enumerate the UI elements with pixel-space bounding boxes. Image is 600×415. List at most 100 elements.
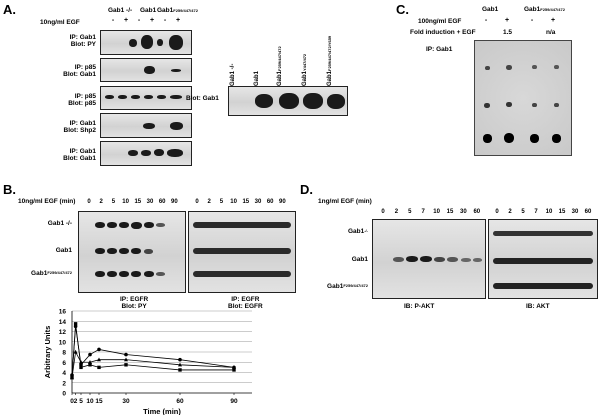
panel-b-letter: B. [3,182,16,197]
panel-c-sign-1: - [484,17,488,24]
series-1-point-15 [97,347,101,352]
series-2-point-30 [124,363,128,367]
series-2-point-10 [88,363,92,367]
panel-a-blot-3 [100,86,192,110]
panel-d-left-time-15: 15 [446,209,454,215]
panel-d-right-time-15: 15 [558,209,566,215]
x-tick-5: 5 [79,398,83,405]
panel-b-left-time-2: 2 [99,199,103,205]
panel-d-left-time-7: 7 [421,209,425,215]
panel-a-sign-3: - [137,17,141,24]
panel-d-left-time-30: 30 [460,209,467,215]
panel-b-right-time-60: 60 [266,199,274,205]
series-2-point-5 [79,365,83,370]
panel-a-sign-2: + [123,17,129,24]
y-tick-12: 12 [59,329,67,336]
panel-d-caption-left: IB: P-AKT [404,303,435,310]
panel-a-side-lane-1: Gab1 -/- [230,63,236,86]
panel-a-blot-2 [100,58,192,82]
panel-c-sign-4: + [550,17,556,24]
panel-b-left-time-5: 5 [111,199,116,205]
panel-a-blot-4 [100,113,192,138]
series-2-point-15 [97,365,101,370]
panel-b-egf-label: 10ng/ml EGF (min) [18,198,76,205]
panel-b-left-time-30: 30 [146,199,154,205]
panel-b-right-time-90: 90 [279,199,286,205]
panel-c-egf-label: 100ng/ml EGF [418,18,462,25]
y-tick-6: 6 [62,360,66,367]
panel-b-blot-left [78,211,186,293]
series-1-point-30 [124,352,128,357]
x-tick-15: 15 [95,398,103,405]
panel-a-blot-1 [100,30,192,55]
x-tick-90: 90 [230,398,238,405]
panel-a-egf-label: 10ng/ml EGF [40,19,80,26]
series-3-point-30 [124,357,128,362]
panel-a-sign-1: - [111,17,115,24]
series-3-point-90 [232,365,236,369]
y-tick-8: 8 [62,350,66,357]
panel-d-left-time-2: 2 [394,209,399,215]
series-3-point-0 [70,375,74,380]
x-tick-2: 2 [74,398,78,405]
series-2-point-60 [178,368,182,372]
panel-d-left-time-60: 60 [473,209,481,215]
panel-d-right-time-30: 30 [571,209,579,215]
panel-b-row-1: Gab1 -/- [47,220,72,227]
series-1-point-10 [88,352,92,357]
panel-b-right-time-10: 10 [230,199,237,205]
panel-d-right-time-2: 2 [508,209,512,215]
y-tick-0: 0 [62,391,66,398]
series-3-line [71,350,235,378]
panel-a-col-1: Gab1 -/- [108,7,133,14]
x-tick-60: 60 [176,398,184,405]
panel-b-left-time-60: 60 [158,199,166,205]
y-tick-16: 16 [59,309,67,316]
panel-b-blot-right [188,211,296,293]
panel-b-row-2: Gab1 [55,247,72,254]
panel-a-side-lane-2: Gab1 [254,70,260,86]
panel-d-left-time-5: 5 [408,209,412,215]
panel-c-tlc-plate [474,40,572,156]
panel-d-row-3: Gab1F259/447/472 [327,283,368,290]
y-tick-10: 10 [59,339,67,346]
panel-d-row-1: Gab1-/- [347,228,368,235]
panel-a-col-3: Gab1F259/447/472 [157,7,198,14]
panel-c-fold-2: n/a [546,29,556,36]
panel-b-right-time-2: 2 [207,199,211,205]
series-3-point-2 [73,349,78,354]
panel-a-sign-4: + [149,17,155,24]
panel-c-col-2: Gab1F259/447/472 [524,6,565,13]
panel-a-side-lane-5: Gab1F259/447/472/Y659 [327,35,333,86]
series-3-point-5 [79,360,83,364]
panel-c-sign-3: - [530,17,534,24]
panel-a-letter: A. [3,2,16,17]
panel-b-left-time-90: 90 [171,199,178,205]
y-axis-label: Arbitrary Units [43,326,52,379]
panel-d-blot-left [372,219,486,299]
panel-d-caption-right: IB: AKT [526,303,550,310]
panel-d-left-time-10: 10 [433,209,440,215]
series-1-point-60 [178,357,182,362]
y-tick-14: 14 [59,319,67,326]
panel-b-right-time-5: 5 [219,199,224,205]
panel-d-right-time-7: 7 [534,209,538,215]
panel-d-row-2: Gab1 [351,256,368,263]
series-3-point-10 [88,360,92,364]
panel-b-right-time-30: 30 [254,199,262,205]
panel-d-letter: D. [300,182,313,197]
panel-b-right-time-0: 0 [195,199,199,205]
series-3-point-15 [97,357,101,362]
series-3-point-60 [178,362,182,367]
panel-a-sign-6: + [175,17,181,24]
panel-c-sign-2: + [504,17,510,24]
x-axis-label: Time (min) [143,407,181,415]
panel-c-fold-1: 1.5 [503,29,513,36]
panel-d-right-time-5: 5 [521,209,525,215]
